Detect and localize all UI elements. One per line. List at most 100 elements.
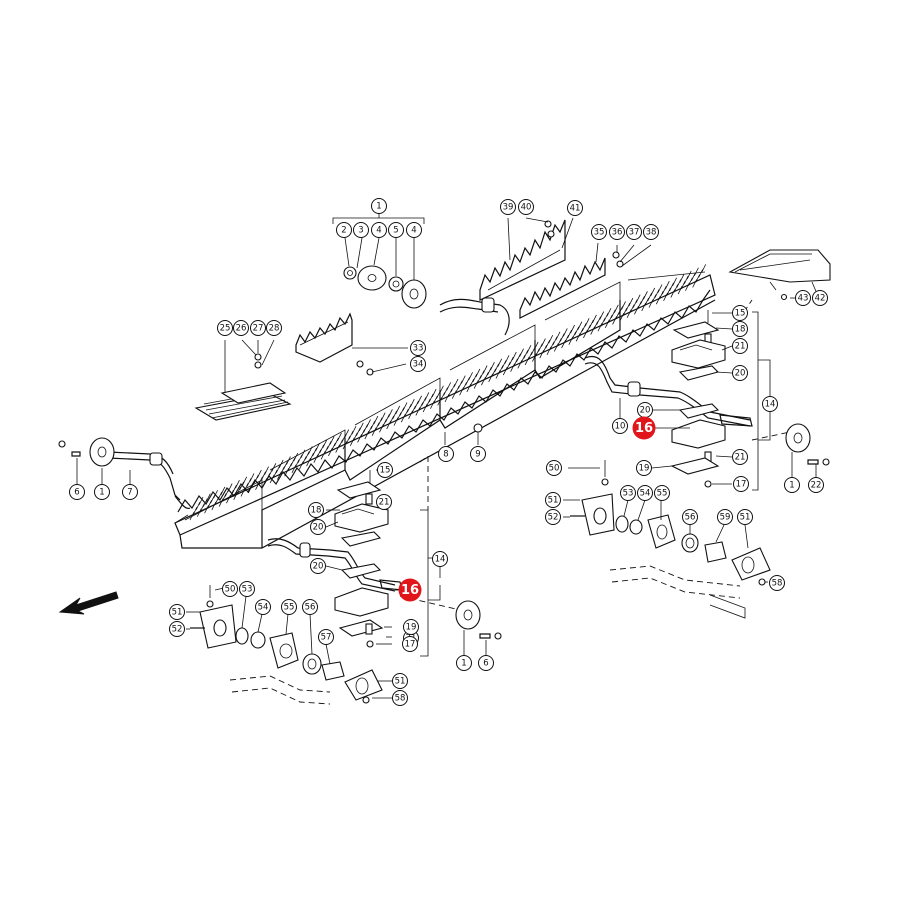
callout-c35: 35	[591, 224, 607, 240]
callout-circle	[377, 462, 393, 478]
rear-bearing-left	[58, 437, 131, 484]
callout-c52r: 52	[545, 509, 561, 525]
callout-c55l: 55	[281, 599, 297, 615]
right-bearing-flange	[751, 423, 830, 477]
side-plate-group	[194, 339, 292, 421]
callout-label: 1	[376, 202, 381, 212]
callout-circle	[478, 655, 494, 671]
callout-label: 50	[225, 585, 236, 595]
highlight-h16-left[interactable]: 16	[398, 578, 422, 602]
callout-c54r: 54	[637, 485, 653, 501]
callout-circle	[217, 320, 233, 336]
callout-circle	[545, 509, 561, 525]
callout-circle	[169, 621, 185, 637]
callout-circle	[438, 446, 454, 462]
callout-c22: 22	[808, 477, 824, 493]
callout-label: 58	[772, 579, 783, 589]
callout-label: 3	[358, 226, 363, 236]
callout-c20r1: 20	[732, 365, 748, 381]
callout-circle	[94, 484, 110, 500]
callout-circle	[626, 224, 642, 240]
callout-c6-left: 6	[69, 484, 85, 500]
callout-label: 20	[735, 369, 746, 379]
callout-c56r: 56	[682, 509, 698, 525]
callout-c19r: 19	[636, 460, 652, 476]
callout-circle	[353, 222, 369, 238]
callout-circle	[336, 222, 352, 238]
callout-c1-bottom: 1	[456, 655, 472, 671]
callout-label: 21	[379, 498, 390, 508]
callout-label: 9	[475, 450, 480, 460]
callout-c21r2: 21	[732, 449, 748, 465]
callout-circle	[376, 494, 392, 510]
callout-circle	[609, 224, 625, 240]
callout-circle	[169, 604, 185, 620]
callout-c3: 3	[353, 222, 369, 238]
callout-c5: 5	[388, 222, 404, 238]
callout-label: 54	[258, 603, 269, 613]
center-hardware	[444, 423, 483, 445]
callout-c50l: 50	[222, 581, 238, 597]
callout-circle	[682, 509, 698, 525]
callout-c53l: 53	[239, 581, 255, 597]
callout-circle	[310, 558, 326, 574]
callout-circle	[266, 320, 282, 336]
callout-c14r: 14	[762, 396, 778, 412]
callout-c43: 43	[795, 290, 811, 306]
callout-c26: 26	[233, 320, 249, 336]
callout-circle	[222, 581, 238, 597]
highlight-h16-right[interactable]: 16	[632, 416, 656, 440]
callout-label: 34	[413, 360, 424, 370]
callout-c50r: 50	[546, 460, 562, 476]
callout-label: 17	[736, 480, 747, 490]
callout-c1-right: 1	[784, 477, 800, 493]
callout-c53r: 53	[620, 485, 636, 501]
callout-label: 36	[612, 228, 623, 238]
callout-label: 54	[640, 489, 651, 499]
callout-label: 4	[376, 226, 381, 236]
callout-c58r: 58	[769, 575, 785, 591]
callout-c19m: 19	[403, 619, 419, 635]
callout-label: 14	[435, 555, 446, 565]
callout-c54l: 54	[255, 599, 271, 615]
callout-label: 21	[735, 342, 746, 352]
callout-label: 5	[393, 226, 398, 236]
callout-circle	[456, 655, 472, 671]
callout-circle	[784, 477, 800, 493]
callout-label: 55	[284, 603, 295, 613]
callout-circle	[733, 476, 749, 492]
callout-c59: 59	[717, 509, 733, 525]
callout-circle	[567, 200, 583, 216]
callout-circle	[732, 449, 748, 465]
callout-label: 1	[99, 488, 104, 498]
callout-circle	[643, 224, 659, 240]
callout-circle	[388, 222, 404, 238]
callout-label: 51	[172, 608, 183, 618]
callout-c20r2: 20	[637, 402, 653, 418]
callout-circle	[432, 551, 448, 567]
callout-circle	[122, 484, 138, 500]
callout-label: 42	[815, 294, 826, 304]
callout-c56l: 56	[302, 599, 318, 615]
highlight-label: 16	[401, 583, 419, 598]
callout-circle	[612, 418, 628, 434]
callout-label: 59	[720, 513, 731, 523]
callout-label: 4	[411, 226, 416, 236]
callout-label: 51	[740, 513, 751, 523]
callout-label: 8	[443, 450, 448, 460]
callout-label: 39	[503, 203, 514, 213]
right-bearing-assembly	[619, 299, 771, 491]
highlight-circle	[398, 578, 422, 602]
callout-label: 1	[789, 481, 794, 491]
callout-circle	[732, 365, 748, 381]
callout-c34: 34	[410, 356, 426, 372]
callout-label: 18	[311, 506, 322, 516]
callout-label: 10	[615, 422, 626, 432]
callout-c6-bottom: 6	[478, 655, 494, 671]
callout-circle	[281, 599, 297, 615]
callout-circle	[233, 320, 249, 336]
rear-crankshaft	[107, 451, 191, 510]
callout-c1-top: 1	[371, 198, 387, 214]
